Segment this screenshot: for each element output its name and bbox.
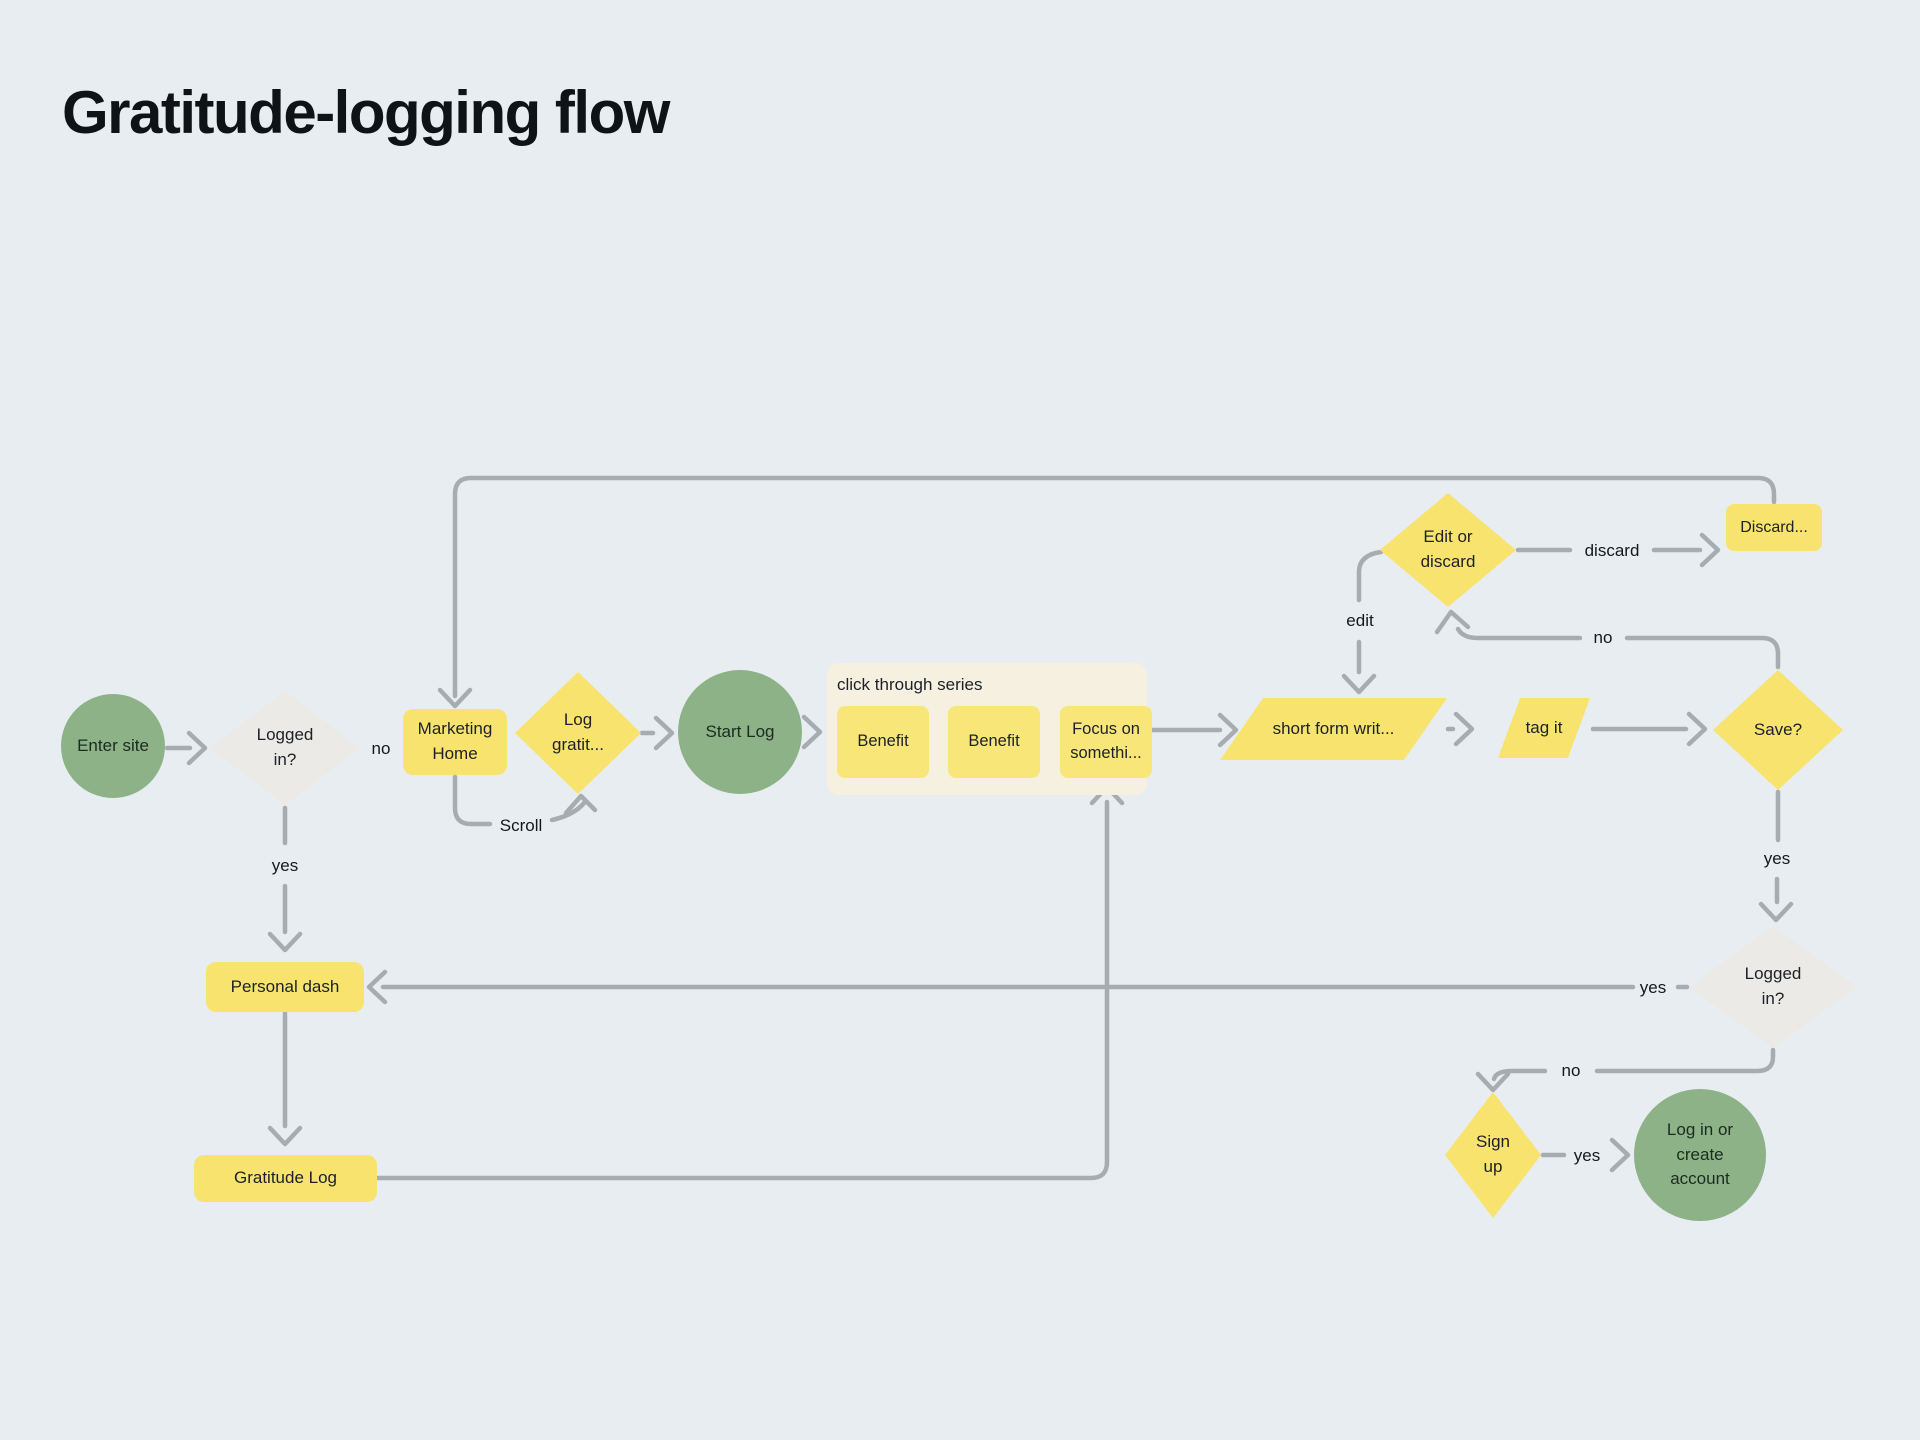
edge-label-yes-1[interactable]: yes [271, 856, 299, 875]
edge-series-to-shortform[interactable] [1150, 712, 1239, 748]
edge-signup-yes-to-login[interactable] [1540, 1137, 1631, 1173]
node-benefit-2[interactable]: Benefit [948, 706, 1040, 778]
node-label: Logged in? [256, 725, 314, 769]
node-label: tag it [1525, 717, 1563, 737]
node-label: Log gratit... [552, 710, 604, 754]
node-login-create-account[interactable]: Log in or create account [1634, 1089, 1766, 1221]
edge-shortform-to-tagit[interactable] [1445, 711, 1475, 747]
edge-label-no-save[interactable]: no [1593, 628, 1613, 647]
node-start-log[interactable]: Start Log [678, 670, 802, 794]
edge-marketing-scroll-to-log[interactable] [452, 774, 598, 827]
node-label: Logged in? [1744, 964, 1802, 1008]
node-label: Sign up [1475, 1132, 1511, 1176]
node-short-form-writing[interactable]: short form writ... [1220, 698, 1447, 760]
node-label: Enter site [77, 735, 149, 755]
edge-label-yes-signup[interactable]: yes [1573, 1146, 1601, 1165]
edge-editdiscard-edit-to-shortform[interactable] [1341, 549, 1384, 695]
node-label: Start Log [705, 721, 775, 741]
node-label: Log in or create account [1666, 1120, 1734, 1189]
edge-tagit-to-save[interactable] [1590, 711, 1708, 747]
edge-log-to-startlog[interactable] [639, 715, 675, 751]
edge-logged2-yes-to-personaldash[interactable] [366, 969, 1690, 1005]
node-discard-box[interactable]: Discard... [1726, 504, 1822, 551]
edge-label-yes-save[interactable]: yes [1763, 849, 1791, 868]
edge-startlog-to-series[interactable] [801, 714, 823, 750]
edge-enter-to-logged1[interactable] [164, 730, 208, 766]
node-label: Focus on somethi... [1070, 720, 1142, 762]
node-personal-dash[interactable]: Personal dash [206, 962, 364, 1012]
edge-label-no-logged2[interactable]: no [1561, 1061, 1581, 1080]
edge-label-no-1[interactable]: no [371, 739, 391, 758]
node-label: Benefit [968, 732, 1020, 751]
node-label: Benefit [857, 732, 909, 751]
node-benefit-1[interactable]: Benefit [837, 706, 929, 778]
edge-logged2-no-to-signup[interactable] [1475, 1047, 1776, 1093]
node-focus-on-something[interactable]: Focus on somethi... [1060, 706, 1152, 778]
node-marketing-home[interactable]: Marketing Home [403, 709, 507, 775]
edge-editdiscard-discard-to-box[interactable] [1515, 532, 1721, 568]
edge-discard-to-marketing-home[interactable] [437, 475, 1777, 709]
edge-label-yes-logged2[interactable]: yes [1639, 978, 1667, 997]
edge-personaldash-to-gratitudelog[interactable] [267, 1010, 303, 1147]
edge-save-yes-to-logged2[interactable] [1758, 789, 1794, 923]
node-label: Gratitude Log [233, 1168, 337, 1188]
page-title: Gratitude-logging flow [62, 79, 670, 146]
node-gratitude-log[interactable]: Gratitude Log [194, 1155, 377, 1202]
edge-save-no-to-editdiscard[interactable] [1434, 609, 1781, 670]
node-label: Discard... [1740, 518, 1808, 536]
edge-logged1-yes-to-personaldash[interactable] [267, 805, 303, 953]
node-label: Edit or discard [1420, 527, 1476, 571]
edge-gratitudelog-to-focus[interactable] [375, 784, 1125, 1181]
edge-label-edit[interactable]: edit [1346, 611, 1374, 630]
edge-label-scroll[interactable]: Scroll [499, 816, 543, 835]
node-label: Marketing Home [417, 719, 493, 763]
edge-label-discard[interactable]: discard [1584, 541, 1640, 560]
node-label: Save? [1753, 719, 1803, 739]
group-label: click through series [837, 675, 983, 694]
node-label: Personal dash [230, 976, 340, 996]
node-label: short form writ... [1272, 718, 1395, 738]
node-enter-site[interactable]: Enter site [61, 694, 165, 798]
